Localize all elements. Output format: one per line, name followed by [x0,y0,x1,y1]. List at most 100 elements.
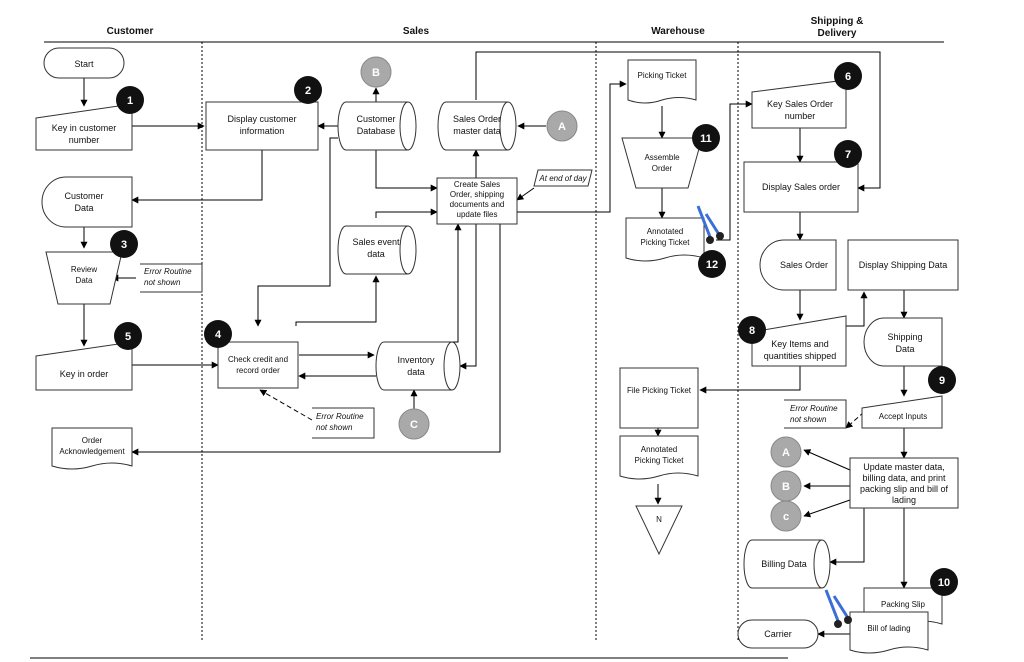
svg-text:Picking Ticket: Picking Ticket [635,456,685,465]
svg-text:data: data [367,249,385,259]
svg-text:information: information [240,126,285,136]
svg-text:Customer: Customer [64,191,103,201]
node-display-shipping-data: Display Shipping Data [847,239,959,291]
svg-text:Display customer: Display customer [227,114,296,124]
svg-text:Data: Data [895,344,914,354]
svg-text:5: 5 [125,331,131,343]
lane-sales-title: Sales [403,26,430,37]
node-error-routine-3: Error Routine not shown [784,399,847,429]
svg-text:Sales event: Sales event [352,237,400,247]
lane-customer-title: Customer [107,26,154,37]
svg-text:not shown: not shown [144,278,181,287]
svg-text:3: 3 [121,239,127,251]
svg-text:B: B [372,67,380,79]
step-marker-2: 2 [294,76,322,104]
dolly-icon-warehouse [696,205,724,244]
node-display-customer-info: Display customer information [205,101,319,151]
node-update-master: Update master data, billing data, and pr… [849,457,959,509]
svg-text:Billing Data: Billing Data [761,559,807,569]
svg-text:8: 8 [749,325,755,337]
svg-text:Key in order: Key in order [60,369,109,379]
node-picking-ticket: Picking Ticket [627,59,697,104]
svg-text:11: 11 [700,133,712,145]
svg-text:12: 12 [706,259,718,271]
node-sales-order-master: Sales Order master data [437,101,517,151]
svg-text:A: A [558,121,566,133]
svg-text:Carrier: Carrier [764,629,792,639]
step-marker-10: 10 [930,568,958,596]
svg-text:c: c [783,511,789,523]
step-marker-12: 12 [698,250,726,278]
svg-text:Start: Start [74,59,94,69]
dolly-icon-shipping [824,589,852,628]
node-accept-inputs: Accept Inputs [861,395,943,429]
svg-text:Data: Data [76,276,93,285]
node-create-sales-order: Create Sales Order, shipping documents a… [436,177,518,225]
svg-text:Key Sales Order: Key Sales Order [767,99,833,109]
svg-text:1: 1 [127,95,133,107]
step-marker-7: 7 [834,140,862,168]
node-inventory-data: Inventory data [375,341,461,391]
node-at-end-of-day: At end of day [533,169,593,187]
connector-a-top: A [546,110,578,142]
svg-text:Order: Order [82,436,103,445]
svg-text:Bill of lading: Bill of lading [867,624,910,633]
svg-text:data: data [407,367,425,377]
svg-text:File Picking Ticket: File Picking Ticket [627,386,692,395]
step-marker-3: 3 [110,230,138,258]
svg-text:billing data, and print: billing data, and print [862,473,946,483]
connector-b-ship: B [770,470,802,502]
svg-text:Database: Database [357,126,396,136]
svg-text:update files: update files [457,210,498,219]
svg-text:master data: master data [453,126,501,136]
step-marker-5: 5 [114,322,142,350]
svg-text:Display Sales order: Display Sales order [762,182,840,192]
svg-text:6: 6 [845,71,851,83]
svg-text:Shipping: Shipping [887,332,922,342]
node-carrier: Carrier [737,619,819,649]
svg-text:quantities shipped: quantities shipped [764,351,837,361]
svg-text:Error Routine: Error Routine [144,267,192,276]
svg-text:10: 10 [938,577,950,589]
svg-text:Annotated: Annotated [641,445,677,454]
node-file-picking-ticket: File Picking Ticket [619,367,699,429]
node-billing-data: Billing Data [743,539,831,589]
lane-shipping-title-2: Delivery [818,28,857,39]
svg-text:Create Sales: Create Sales [454,180,500,189]
svg-text:not shown: not shown [316,423,353,432]
svg-text:number: number [785,111,816,121]
node-key-items: Key Items and quantities shipped [751,315,847,367]
svg-text:Order, shipping: Order, shipping [450,190,504,199]
svg-text:Inventory: Inventory [397,355,435,365]
svg-text:Data: Data [74,203,93,213]
node-display-sales-order: Display Sales order [743,161,859,213]
node-error-routine-2: Error Routine not shown [312,407,375,439]
svg-text:number: number [69,135,100,145]
node-sales-event-data: Sales event data [337,225,417,275]
node-annotated-picking-ticket-2: Annotated Picking Ticket [619,435,699,480]
node-shipping-data: Shipping Data [863,317,943,367]
node-error-routine-1: Error Routine not shown [140,263,203,293]
connector-c-mid: C [398,408,430,440]
step-marker-8: 8 [738,316,766,344]
connector-c-ship: c [770,500,802,532]
node-start: Start [43,47,125,79]
svg-text:C: C [410,419,418,431]
node-bill-of-lading: Bill of lading [849,611,929,654]
lane-headers: Customer Sales Warehouse Shipping & Deli… [44,16,944,43]
svg-text:Picking Ticket: Picking Ticket [638,71,688,80]
svg-text:Error Routine: Error Routine [316,412,364,421]
node-order-acknowledgement: Order Acknowledgement [51,427,133,470]
node-customer-data: Customer Data [41,176,133,228]
node-review-data: Review Data [45,251,123,305]
svg-text:Error Routine: Error Routine [790,404,838,413]
svg-text:Key in customer: Key in customer [52,123,117,133]
svg-text:2: 2 [305,85,311,97]
svg-text:Picking Ticket: Picking Ticket [641,238,691,247]
connector-b-top: B [360,56,392,88]
node-annotated-picking-ticket-1: Annotated Picking Ticket [625,217,705,262]
step-markers: 1 2 3 4 5 6 7 8 9 10 11 12 [110,62,958,596]
svg-text:Order: Order [652,164,673,173]
node-sales-order: Sales Order [759,239,837,291]
